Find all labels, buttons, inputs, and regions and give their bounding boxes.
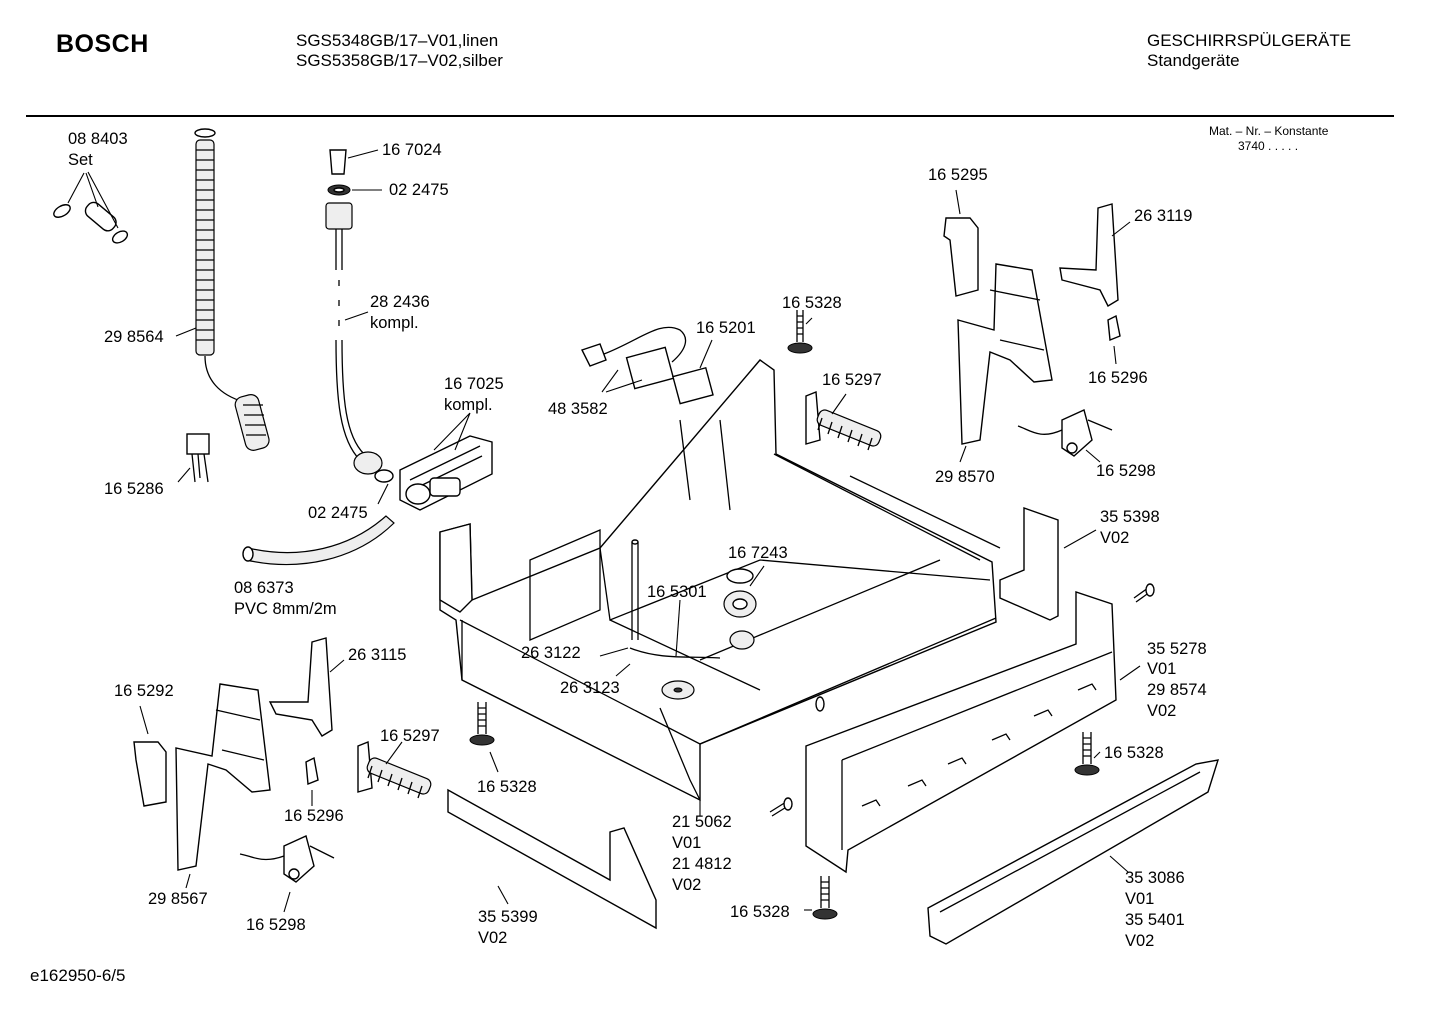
part-label-set: Set <box>68 151 93 169</box>
part-label-165328-right: 16 5328 <box>1104 744 1164 762</box>
part-label-355399: 35 5399 <box>478 908 538 926</box>
part-label-165201: 16 5201 <box>696 319 756 337</box>
part-label-v02-d: V02 <box>478 929 508 947</box>
adjustable-foot-bottom <box>804 876 838 920</box>
inlet-hose-assembly <box>325 149 382 461</box>
part-label-kompl-1: kompl. <box>370 314 419 332</box>
adjustable-foot-top <box>787 310 813 354</box>
spring-hinge-bottom <box>357 740 432 799</box>
part-label-v01-c: V01 <box>1125 890 1155 908</box>
brand-logo: BOSCH <box>56 30 149 58</box>
category-subtitle: Standgeräte <box>1147 51 1240 70</box>
part-label-263123: 26 3123 <box>560 679 620 697</box>
hinge-bracket-right <box>943 189 1131 463</box>
aquastop-valve <box>353 412 493 511</box>
part-label-215062: 21 5062 <box>672 813 732 831</box>
side-panel-right <box>999 507 1097 621</box>
model-line-2: SGS5358GB/17–V02,silber <box>296 51 503 70</box>
part-label-165296-right: 16 5296 <box>1088 369 1148 387</box>
part-label-263115: 26 3115 <box>348 646 407 664</box>
part-label-v01-a: V01 <box>1147 660 1177 678</box>
header-divider <box>26 115 1394 117</box>
part-label-165297-top: 16 5297 <box>822 371 882 389</box>
part-label-086373: 08 6373 <box>234 579 294 597</box>
foot-cover <box>927 759 1220 945</box>
part-label-v02-a: V02 <box>1100 529 1130 547</box>
part-label-167025: 16 7025 <box>444 375 504 393</box>
drain-hose <box>175 128 270 451</box>
part-label-165297-bottom: 16 5297 <box>380 727 440 745</box>
kick-plate <box>805 591 1141 874</box>
part-label-022475-bottom: 02 2475 <box>308 504 368 522</box>
drawing-code: e162950-6/5 <box>30 966 126 985</box>
part-label-165328-top: 16 5328 <box>782 294 842 312</box>
part-label-355278: 35 5278 <box>1147 640 1207 658</box>
material-number-title: Mat. – Nr. – Konstante <box>1209 124 1329 138</box>
part-label-165301: 16 5301 <box>647 583 707 601</box>
hose-clamp-set <box>53 171 129 244</box>
adjustable-foot-right <box>1074 732 1101 776</box>
pvc-hose <box>242 515 395 566</box>
part-label-282436: 28 2436 <box>370 293 430 311</box>
part-label-263122: 26 3122 <box>521 644 581 662</box>
part-label-kompl-2: kompl. <box>444 396 493 414</box>
part-label-263119: 26 3119 <box>1134 207 1193 225</box>
part-label-298574: 29 8574 <box>1147 681 1207 699</box>
part-label-167243: 16 7243 <box>728 544 788 562</box>
part-label-165328-bottom: 16 5328 <box>730 903 790 921</box>
part-label-165286: 16 5286 <box>104 480 164 498</box>
part-label-353086: 35 3086 <box>1125 869 1185 887</box>
part-label-214812: 21 4812 <box>672 855 732 873</box>
part-label-165296-left: 16 5296 <box>284 807 344 825</box>
part-label-298564: 29 8564 <box>104 328 164 346</box>
part-label-165298-left: 16 5298 <box>246 916 306 934</box>
screw-small <box>769 583 1155 817</box>
part-label-483582: 48 3582 <box>548 400 608 418</box>
sump-parts <box>599 539 765 700</box>
part-label-165328-left: 16 5328 <box>477 778 537 796</box>
cable-connector <box>581 326 714 405</box>
part-label-165292: 16 5292 <box>114 682 174 700</box>
part-label-167024: 16 7024 <box>382 141 442 159</box>
part-label-165298-right: 16 5298 <box>1096 462 1156 480</box>
part-label-022475-top: 02 2475 <box>389 181 449 199</box>
part-label-298567: 29 8567 <box>148 890 208 908</box>
material-number-value: 3740 . . . . . <box>1238 139 1299 153</box>
part-label-355401: 35 5401 <box>1125 911 1185 929</box>
part-label-165295: 16 5295 <box>928 166 988 184</box>
part-label-v01-b: V01 <box>672 834 702 852</box>
adjustable-foot-left <box>469 702 499 773</box>
part-label-v02-c: V02 <box>672 876 702 894</box>
hinge-bracket-left <box>133 637 345 913</box>
part-label-v02-e: V02 <box>1125 932 1155 950</box>
front-panel <box>447 788 657 930</box>
part-label-355398: 35 5398 <box>1100 508 1160 526</box>
model-line-1: SGS5348GB/17–V01,linen <box>296 31 499 50</box>
base-tub <box>439 359 1001 816</box>
part-label-298570: 29 8570 <box>935 468 995 486</box>
category-title: GESCHIRRSPÜLGERÄTE <box>1147 31 1352 50</box>
part-label-v02-b: V02 <box>1147 702 1177 720</box>
part-label-pvc: PVC 8mm/2m <box>234 600 337 618</box>
spring-hinge-top <box>805 390 882 451</box>
hose-holder-clip <box>177 433 210 483</box>
part-label-088403: 08 8403 <box>68 130 128 148</box>
